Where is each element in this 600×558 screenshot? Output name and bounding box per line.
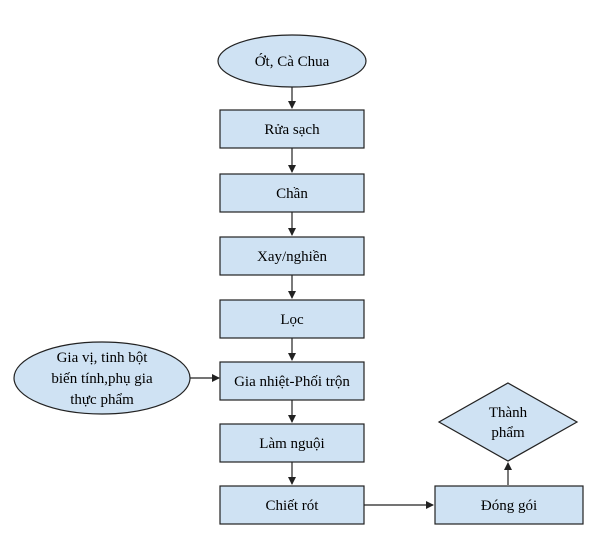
node-product: Thành phẩm xyxy=(437,382,579,462)
node-wash: Rửa sạch xyxy=(219,109,365,149)
node-filter: Lọc xyxy=(219,299,365,339)
node-grind: Xay/nghiền xyxy=(219,236,365,276)
node-heat-mix-label: Gia nhiệt-Phối trộn xyxy=(234,374,350,390)
node-additives-line-1: Gia vị, tinh bột xyxy=(57,350,149,366)
node-pack-label: Đóng gói xyxy=(481,498,537,514)
node-additives: Gia vị, tinh bột biến tính,phụ gia thực … xyxy=(13,341,191,415)
node-product-line-2: phẩm xyxy=(491,425,525,441)
node-raw-material: Ớt, Cà Chua xyxy=(217,34,367,88)
node-raw-material-label: Ớt, Cà Chua xyxy=(255,53,330,70)
node-cool-label: Làm nguội xyxy=(259,436,324,452)
node-heat-mix: Gia nhiệt-Phối trộn xyxy=(219,361,365,401)
node-additives-line-2: biến tính,phụ gia xyxy=(51,371,153,387)
node-wash-label: Rửa sạch xyxy=(264,122,320,138)
node-blanch: Chần xyxy=(219,173,365,213)
node-grind-label: Xay/nghiền xyxy=(257,249,327,265)
node-cool: Làm nguội xyxy=(219,423,365,463)
node-fill: Chiết rót xyxy=(219,485,365,525)
node-pack: Đóng gói xyxy=(434,485,584,525)
node-filter-label: Lọc xyxy=(280,312,304,328)
node-product-line-1: Thành xyxy=(489,405,528,421)
node-additives-line-3: thực phẩm xyxy=(70,392,134,408)
node-fill-label: Chiết rót xyxy=(266,498,320,514)
node-blanch-label: Chần xyxy=(276,186,308,202)
